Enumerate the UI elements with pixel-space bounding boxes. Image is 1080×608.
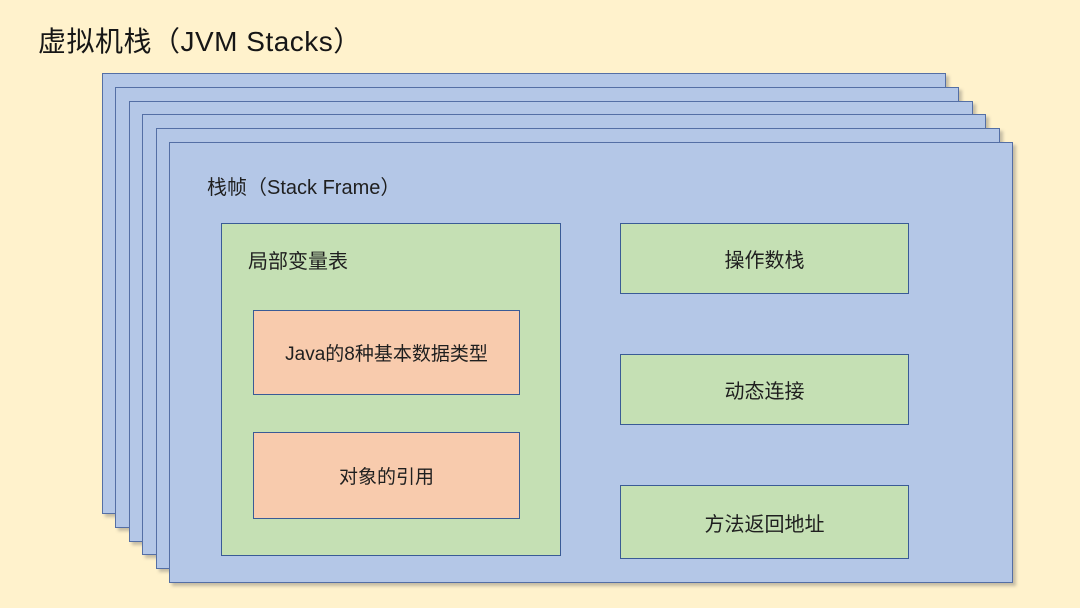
local-variable-table-label: 局部变量表 [248, 251, 348, 273]
stack-frame: 栈帧（Stack Frame） 局部变量表 Java的8种基本数据类型 对象的引… [169, 142, 1013, 583]
operand-stack-label: 操作数栈 [724, 250, 805, 272]
stack-frame-label: 栈帧（Stack Frame） [207, 177, 401, 199]
primitive-types-label: Java的8种基本数据类型 [285, 344, 488, 365]
operand-stack-box: 操作数栈 [620, 223, 909, 294]
dynamic-linking-label: 动态连接 [724, 381, 805, 403]
object-reference-label: 对象的引用 [338, 467, 434, 488]
primitive-types-box: Java的8种基本数据类型 [253, 310, 520, 395]
object-reference-box: 对象的引用 [253, 432, 520, 519]
dynamic-linking-box: 动态连接 [620, 354, 909, 425]
local-variable-table-box: 局部变量表 Java的8种基本数据类型 对象的引用 [221, 223, 561, 556]
page-title: 虚拟机栈（JVM Stacks） [38, 26, 362, 57]
return-address-label: 方法返回地址 [704, 513, 825, 536]
return-address-box: 方法返回地址 [620, 485, 909, 559]
